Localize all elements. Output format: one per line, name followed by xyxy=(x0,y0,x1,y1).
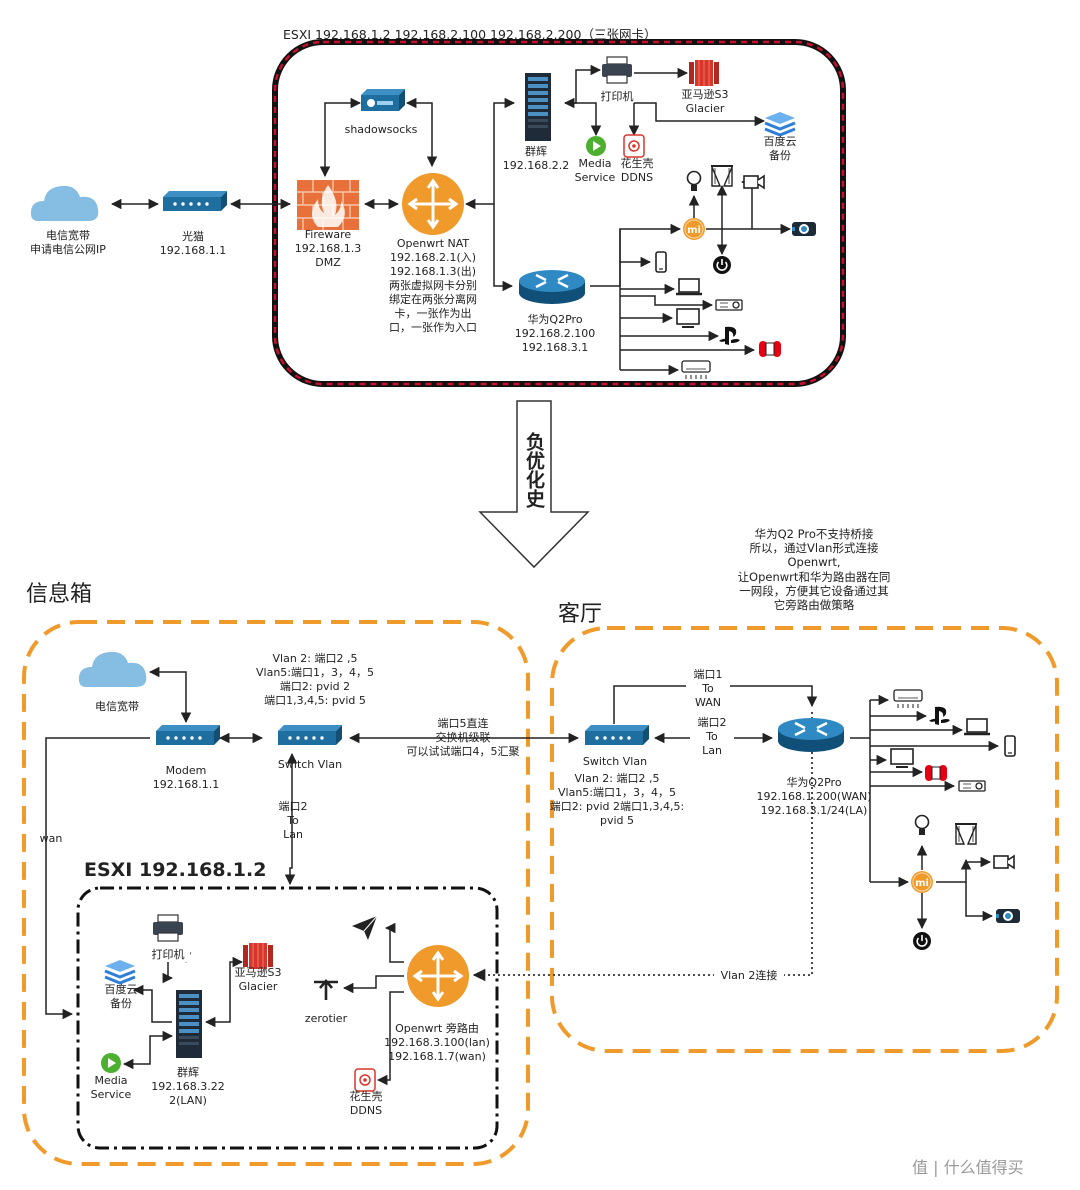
camera-icon xyxy=(743,175,765,189)
ddns-label: 花生壳 DDNS xyxy=(349,1090,383,1117)
zerotier-label: zerotier xyxy=(304,1012,348,1025)
curtain-icon xyxy=(710,165,734,187)
openwrt-label: Openwrt NAT 192.168.2.1(入) 192.168.1.3(出… xyxy=(389,237,477,334)
nas-server-icon xyxy=(176,990,202,1058)
bulb-icon xyxy=(914,814,930,836)
baidu-cloud-icon xyxy=(763,110,797,137)
living-room-title: 客厅 xyxy=(558,602,603,627)
vlan-config-right: Vlan 2: 端口2 ,5 Vlan5:端口1，3，4，5 端口2: pvid… xyxy=(549,772,685,827)
laptop-icon xyxy=(674,277,704,296)
baidu-label: 百度云 备份 xyxy=(104,983,138,1010)
openwrt-label: Openwrt 旁路由 192.168.3.100(lan) 192.168.1… xyxy=(384,1022,490,1063)
openwrt-router-icon xyxy=(400,171,466,237)
playstation-icon xyxy=(719,326,740,345)
s3-label: 亚马逊S3 Glacier xyxy=(234,966,282,993)
modem-icon xyxy=(163,191,227,211)
cloud-label: 电信宽带 申请电信公网IP xyxy=(30,229,106,256)
monitor-icon xyxy=(890,748,914,768)
huawei-router-icon xyxy=(776,716,846,754)
printer-label: 打印机 xyxy=(600,90,634,103)
firewall-icon xyxy=(296,179,360,231)
mi-gateway-icon xyxy=(682,217,706,241)
esxi-bottom-title: ESXI 192.168.1.2 xyxy=(84,859,267,881)
ddns-icon xyxy=(354,1068,376,1092)
media-service-icon xyxy=(101,1053,121,1073)
huawei-note: 华为Q2 Pro不支持桥接 所以，通过Vlan形式连接 Openwrt, 让Op… xyxy=(737,527,891,613)
media-service-icon xyxy=(586,136,606,156)
air-conditioner-icon xyxy=(893,689,923,709)
modem-label: 光猫 192.168.1.1 xyxy=(159,230,227,257)
port2-to-lan-right-label: 端口2 To Lan xyxy=(690,716,734,758)
laptop-icon xyxy=(962,717,992,736)
nintendo-switch-icon xyxy=(758,340,782,358)
modem-label: Modem 192.168.1.1 xyxy=(152,764,220,791)
playstation-icon xyxy=(929,706,950,725)
living-room-boundary xyxy=(550,626,1059,1053)
nas-label: 群辉 192.168.3.22 2(LAN) xyxy=(151,1066,225,1107)
telegram-plane-icon xyxy=(351,915,378,941)
vlan-config-left: Vlan 2: 端口2 ,5 Vlan5:端口1，3，4，5 端口2: pvid… xyxy=(256,652,374,707)
switch-left-label: Switch Vlan xyxy=(277,758,343,771)
air-conditioner-icon xyxy=(681,360,711,380)
ddns-icon xyxy=(623,134,645,158)
port2-to-lan-label: 端口2 To Lan xyxy=(278,800,308,841)
switch-vlan-right-icon xyxy=(585,725,649,745)
huawei-label: 华为Q2Pro 192.168.2.100 192.168.3.1 xyxy=(514,313,596,354)
nas-server-icon xyxy=(525,73,551,141)
openwrt-router-icon xyxy=(405,943,471,1009)
firewall-label: Fireware 192.168.1.3 DMZ xyxy=(294,228,362,269)
printer-icon xyxy=(601,56,633,84)
wan-label: wan xyxy=(39,832,63,845)
camera-icon xyxy=(993,855,1015,869)
baidu-label: 百度云 备份 xyxy=(763,135,797,162)
vacuum-robot-icon xyxy=(996,909,1020,923)
ddns-label: 花生壳 DDNS xyxy=(620,157,654,184)
watermark: 值 | 什么值得买 xyxy=(912,1158,1024,1177)
shadowsocks-label: shadowsocks xyxy=(344,123,418,136)
huawei-label: 华为Q2Pro 192.168.1.200(WAN) 192.168.3.1/2… xyxy=(756,776,872,817)
curtain-icon xyxy=(954,823,978,845)
phone-icon xyxy=(655,251,667,273)
modem-icon xyxy=(156,725,220,745)
printer-icon xyxy=(152,914,184,942)
vacuum-robot-icon xyxy=(792,222,816,236)
port5-note: 端口5直连 交换机级联 可以试试端口4，5汇聚 xyxy=(406,717,520,758)
port1-to-wan-label: 端口1 To WAN xyxy=(686,668,730,710)
info-box-title: 信息箱 xyxy=(26,582,93,607)
cloud-icon xyxy=(78,651,147,687)
baidu-cloud-icon xyxy=(103,958,137,985)
cloud-label: 电信宽带 xyxy=(95,700,139,713)
esxi-top-title: ESXI 192.168.1.2 192.168.2.100 192.168.2… xyxy=(283,27,657,42)
nintendo-switch-icon xyxy=(924,764,948,782)
arrow-label: 负优化史 xyxy=(523,432,545,508)
mi-gateway-icon xyxy=(910,870,934,894)
s3-label: 亚马逊S3 Glacier xyxy=(681,88,729,115)
power-switch-icon xyxy=(712,255,732,275)
down-arrow-shape xyxy=(478,400,590,569)
info-box-boundary xyxy=(22,620,530,1166)
projector-icon xyxy=(958,780,986,792)
printer-label: 打印机 xyxy=(146,948,190,962)
zerotier-icon xyxy=(312,979,340,1002)
projector-icon xyxy=(715,299,743,311)
monitor-icon xyxy=(676,308,700,328)
cloud-icon xyxy=(30,185,99,221)
vlan2-link-label: Vlan 2连接 xyxy=(714,969,784,983)
media-label: Media Service xyxy=(90,1074,132,1101)
switch-vlan-left-icon xyxy=(278,725,342,745)
esxi-bottom-boundary xyxy=(76,886,499,1150)
s3-glacier-icon xyxy=(688,59,720,87)
bulb-icon xyxy=(686,170,702,192)
huawei-router-icon xyxy=(517,268,587,306)
media-label: Media Service xyxy=(574,157,616,184)
shadowsocks-icon xyxy=(361,89,405,111)
nas-label: 群辉 192.168.2.2 xyxy=(502,145,570,172)
phone-icon xyxy=(1004,735,1016,757)
switch-right-label: Switch Vlan xyxy=(582,755,648,768)
power-switch-icon xyxy=(912,931,932,951)
